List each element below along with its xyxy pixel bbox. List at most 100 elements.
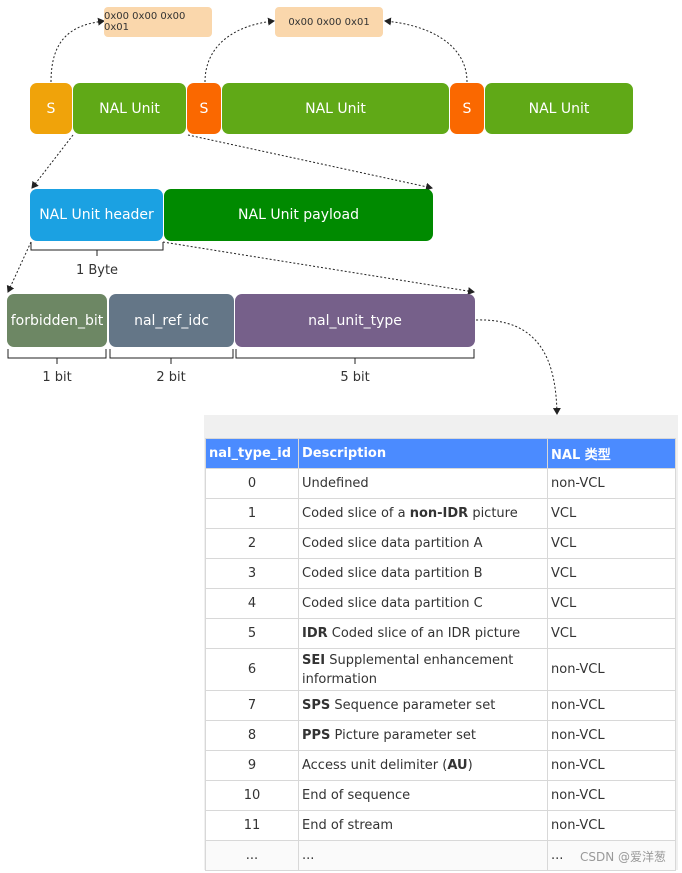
expand-line-right: [187, 134, 433, 191]
start-code-block-1: S: [30, 83, 72, 134]
cell-description: Access unit delimiter (AU): [298, 750, 548, 781]
start-code-4-byte-note: 0x00 0x00 0x00 0x01: [104, 7, 212, 37]
header-size-label: 1 Byte: [75, 263, 119, 278]
description-keyword: PPS: [302, 728, 331, 743]
cell-nal-type: non-VCL: [547, 720, 676, 751]
nal-unit-header-block: NAL Unit header: [30, 189, 163, 241]
nal-unit-type-block: nal_unit_type: [235, 294, 475, 347]
description-text: Coded slice data partition A: [302, 536, 483, 551]
cell-nal-type: non-VCL: [547, 810, 676, 841]
cell-nal-type-id: ...: [205, 840, 299, 871]
brace-5-bit: [235, 349, 475, 364]
nal-ref-idc-block: nal_ref_idc: [109, 294, 234, 347]
description-text: Coded slice data partition B: [302, 566, 483, 581]
expand-line-left: [31, 134, 74, 189]
cell-nal-type: non-VCL: [547, 648, 676, 691]
cell-nal-type: VCL: [547, 498, 676, 529]
cell-description: End of sequence: [298, 780, 548, 811]
cell-nal-type-id: 9: [205, 750, 299, 781]
cell-nal-type-id: 8: [205, 720, 299, 751]
cell-description: Coded slice data partition B: [298, 558, 548, 589]
cell-nal-type: VCL: [547, 528, 676, 559]
cell-description: ...: [298, 840, 548, 871]
forbidden-bit-size-label: 1 bit: [42, 370, 72, 385]
table-header-row: nal_type_id Description NAL 类型: [205, 438, 676, 469]
col-header-nal-type: NAL 类型: [547, 438, 676, 469]
cell-nal-type-id: 3: [205, 558, 299, 589]
expand-line-fields-left: [6, 241, 32, 293]
arrow-to-type-table: [475, 319, 561, 415]
cell-description: Undefined: [298, 468, 548, 499]
watermark: CSDN @爱洋葱: [579, 850, 666, 864]
cell-nal-type: VCL: [547, 588, 676, 619]
brace-1-bit: [7, 349, 107, 364]
description-keyword: IDR: [302, 626, 328, 641]
cell-nal-type: VCL: [547, 558, 676, 589]
cell-nal-type-id: 1: [205, 498, 299, 529]
description-prefix: Access unit delimiter (: [302, 758, 448, 773]
col-header-description: Description: [298, 438, 548, 469]
cell-nal-type-id: 4: [205, 588, 299, 619]
cell-nal-type-id: 2: [205, 528, 299, 559]
arrow-from-s2-to-start-code-3: [204, 17, 275, 83]
description-keyword: SPS: [302, 698, 331, 713]
description-keyword: SEI: [302, 652, 326, 668]
cell-description: Coded slice data partition A: [298, 528, 548, 559]
description-keyword: non-IDR: [409, 506, 469, 521]
cell-nal-type-id: 6: [205, 648, 299, 691]
cell-description: SEI Supplemental enhancement information: [298, 648, 548, 691]
start-code-3-byte-note: 0x00 0x00 0x01: [275, 7, 383, 37]
nal-unit-payload-block: NAL Unit payload: [164, 189, 433, 241]
description-keyword: AU: [447, 758, 468, 773]
description-text: Coded slice of an IDR picture: [327, 626, 521, 641]
cell-description: Coded slice data partition C: [298, 588, 548, 619]
cell-description: PPS Picture parameter set: [298, 720, 548, 751]
start-code-block-2: S: [187, 83, 221, 134]
cell-description: SPS Sequence parameter set: [298, 690, 548, 721]
cell-nal-type: non-VCL: [547, 750, 676, 781]
cell-nal-type-id: 0: [205, 468, 299, 499]
col-header-nal-type-id: nal_type_id: [205, 438, 299, 469]
description-prefix: Coded slice of a: [302, 506, 410, 521]
start-code-block-3: S: [450, 83, 484, 134]
cell-nal-type: ...: [547, 840, 676, 871]
forbidden-bit-block: forbidden_bit: [7, 294, 107, 347]
arrow-to-start-code-4: [50, 17, 105, 83]
description-text: picture: [468, 506, 518, 521]
nal-unit-type-size-label: 5 bit: [340, 370, 370, 385]
cell-nal-type: non-VCL: [547, 780, 676, 811]
description-text: Supplemental enhancement information: [302, 652, 514, 687]
description-text: Sequence parameter set: [330, 698, 496, 713]
arrow-from-s3-to-start-code-3: [384, 17, 468, 83]
brace-2-bit: [109, 349, 234, 364]
description-text: ...: [302, 848, 315, 863]
description-text: Picture parameter set: [330, 728, 477, 743]
nal-unit-block-1: NAL Unit: [73, 83, 186, 134]
cell-nal-type-id: 11: [205, 810, 299, 841]
description-text: ): [467, 758, 473, 773]
description-text: End of sequence: [302, 788, 411, 803]
expand-line-fields-right: [162, 241, 475, 295]
cell-nal-type: non-VCL: [547, 690, 676, 721]
nal-ref-idc-size-label: 2 bit: [156, 370, 186, 385]
cell-nal-type: VCL: [547, 618, 676, 649]
brace-1-byte: [30, 242, 164, 256]
cell-description: IDR Coded slice of an IDR picture: [298, 618, 548, 649]
description-text: Undefined: [302, 476, 369, 491]
cell-nal-type: non-VCL: [547, 468, 676, 499]
